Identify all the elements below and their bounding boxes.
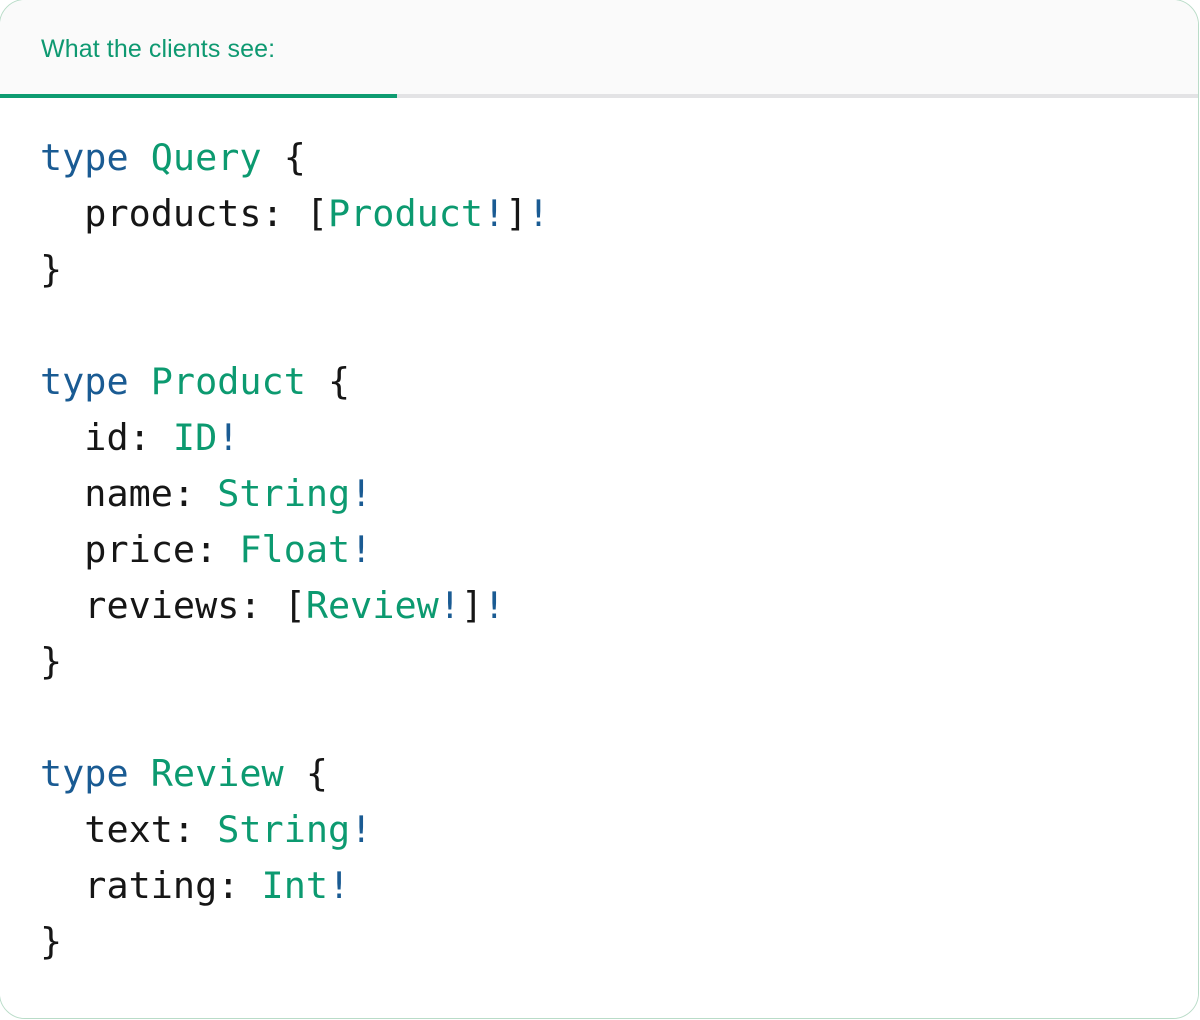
code-line: reviews: [Review!]! xyxy=(40,578,1198,634)
code-token-punct: { xyxy=(283,136,306,179)
code-token-bang: ! xyxy=(217,416,240,459)
code-token-plain xyxy=(129,360,151,403)
code-token-field: id: xyxy=(40,416,173,459)
code-token-keyword: type xyxy=(40,360,129,403)
code-token-type: String xyxy=(217,808,351,851)
code-token-bang: ! xyxy=(350,808,373,851)
code-token-bang: ! xyxy=(438,584,461,627)
code-token-bang: ! xyxy=(350,528,373,571)
code-token-keyword: type xyxy=(40,136,129,179)
code-token-field: price: xyxy=(40,528,240,571)
code-line: price: Float! xyxy=(40,522,1198,578)
code-area[interactable]: type Query { products: [Product!]!} type… xyxy=(0,98,1198,1018)
code-token-type: Query xyxy=(150,136,262,179)
code-token-punct: } xyxy=(40,920,63,963)
code-token-type: Product xyxy=(328,192,484,235)
code-token-bang: ! xyxy=(350,472,373,515)
code-token-punct: } xyxy=(40,640,63,683)
code-token-type: Int xyxy=(261,864,329,907)
code-token-type: Product xyxy=(150,360,306,403)
code-token-punct: ] xyxy=(460,584,484,627)
code-token-field: products: xyxy=(40,192,306,235)
code-line: type Review { xyxy=(40,746,1198,802)
code-line: text: String! xyxy=(40,802,1198,858)
code-token-plain xyxy=(262,136,284,179)
code-token-bang: ! xyxy=(483,192,506,235)
code-line: name: String! xyxy=(40,466,1198,522)
code-line: } xyxy=(40,242,1198,298)
code-token-type: Review xyxy=(150,752,284,795)
code-line: } xyxy=(40,634,1198,690)
code-token-punct: [ xyxy=(283,584,306,627)
code-line: type Product { xyxy=(40,354,1198,410)
code-line: rating: Int! xyxy=(40,858,1198,914)
code-token-field: rating: xyxy=(40,864,262,907)
code-token-punct: } xyxy=(40,248,63,291)
code-token-plain xyxy=(129,752,151,795)
code-token-bang: ! xyxy=(328,864,351,907)
code-token-type: Review xyxy=(305,584,439,627)
code-line: } xyxy=(40,914,1198,970)
code-token-plain xyxy=(306,360,328,403)
code-token-bang: ! xyxy=(527,192,550,235)
code-token-keyword: type xyxy=(40,752,129,795)
code-token-field: name: xyxy=(40,472,218,515)
graphql-schema-code: type Query { products: [Product!]!} type… xyxy=(40,130,1198,970)
code-token-bang: ! xyxy=(483,584,506,627)
code-token-punct: { xyxy=(305,752,329,795)
code-token-type: String xyxy=(217,472,351,515)
tab-label: What the clients see: xyxy=(41,34,276,63)
code-line xyxy=(40,690,1198,746)
code-token-field: text: xyxy=(40,808,218,851)
code-line xyxy=(40,298,1198,354)
code-token-plain xyxy=(284,752,306,795)
code-token-type: Float xyxy=(239,528,351,571)
code-token-punct: ] xyxy=(505,192,528,235)
code-token-punct: [ xyxy=(305,192,328,235)
code-line: products: [Product!]! xyxy=(40,186,1198,242)
code-token-plain xyxy=(129,136,151,179)
code-token-punct: { xyxy=(328,360,351,403)
code-line: id: ID! xyxy=(40,410,1198,466)
tab-strip: What the clients see: xyxy=(0,0,1198,98)
tab-what-the-clients-see[interactable]: What the clients see: xyxy=(0,0,397,98)
code-token-type: ID xyxy=(172,416,218,459)
code-token-field: reviews: xyxy=(40,584,284,627)
code-line: type Query { xyxy=(40,130,1198,186)
